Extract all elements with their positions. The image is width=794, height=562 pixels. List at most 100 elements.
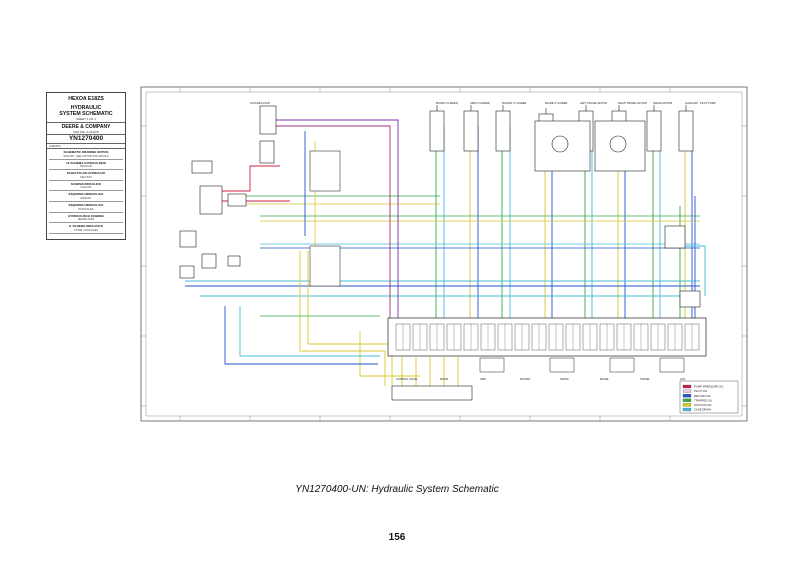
legend-swatch — [682, 407, 692, 412]
tb-drawing-number: YN1270400 — [47, 134, 125, 144]
language-notice-heading: ESQUEMA HIDRAULICO — [68, 192, 104, 197]
suction-line — [307, 251, 393, 386]
language-notice-body: NEDERLANDS — [77, 218, 95, 222]
accumulator-valve — [664, 225, 686, 249]
filter — [201, 253, 217, 269]
hydraulic-schematic: ACCUMULATOR BOOM CYLINDER ARM CYLINDER BUCK… — [140, 86, 748, 422]
cylinder-body — [678, 110, 694, 152]
swing-motor — [609, 135, 627, 153]
language-notice-body: OTHER LANGUAGES — [74, 228, 98, 232]
component-label: BUCKET CYLINDER — [502, 101, 526, 105]
auxiliary-valve — [679, 290, 701, 308]
language-notice-heading: SCHEMATIC DRAWING NOTICE — [63, 150, 109, 154]
cylinder-body — [429, 110, 445, 152]
legend-label: SUCTION OIL — [694, 403, 712, 407]
language-notice-body: DEUTSCH — [80, 175, 92, 179]
tb-title-line1: HYDRAULIC — [70, 105, 102, 111]
components — [179, 105, 701, 308]
left-travel-motor — [551, 135, 569, 153]
valve-label: ARM — [480, 377, 486, 381]
cylinder-body — [646, 110, 662, 152]
component-label: BLADE CYLINDER — [545, 101, 567, 105]
component-label: AUXILIARY — [685, 101, 699, 105]
figure-caption: YN1270400-UN: Hydraulic System Schematic — [295, 484, 499, 495]
cylinder-body — [495, 110, 511, 152]
valve-label: AUX — [680, 377, 686, 381]
check-valve — [227, 255, 241, 267]
legend-label: PUMP PRESSURE OIL — [694, 385, 724, 389]
swing-brake-valve — [391, 385, 473, 401]
left-pilot-control — [309, 150, 341, 192]
language-notice-body: ENGLISH - SEE CAPTION FOR DETAILS — [63, 154, 109, 158]
legend-label: PILOT OIL — [694, 389, 708, 393]
legend-label: CASE DRAIN — [694, 408, 711, 412]
boom-valve — [659, 357, 685, 373]
valve-label: TRAVEL — [640, 377, 650, 381]
component-label: LEFT TRAVEL MOTOR — [580, 101, 607, 105]
right-pilot-control — [309, 245, 341, 287]
tb-sub2: MOLINE, ILLINOIS — [73, 130, 99, 134]
cooler — [179, 265, 195, 279]
component-labels: ACCUMULATOR BOOM CYLINDER ARM CYLINDER BUCK… — [250, 101, 716, 381]
valve-label: BUCKET — [520, 377, 531, 381]
legend-swatch — [682, 403, 692, 407]
boom-pilot-valve — [259, 105, 277, 135]
tb-model: HEXOA E18ZS — [68, 96, 104, 102]
relief-valve — [227, 193, 247, 207]
valve-label: CONTROL VALVE — [396, 377, 418, 381]
language-notice-body: ESPANOL — [80, 196, 92, 200]
border-ticks — [141, 87, 747, 421]
hydraulic-tank — [179, 230, 197, 248]
tb-sub1: SHEET 1 OF 1 — [76, 117, 96, 121]
language-notice-heading: IL SCHEMA IDRAULICO — [69, 224, 103, 229]
legend-label: RETURN OIL — [694, 394, 711, 398]
component-label: ACCUMULATOR — [250, 101, 270, 105]
tb-revision: AJ90071 — [47, 144, 125, 149]
purple-line — [268, 119, 399, 321]
page-number: 156 — [388, 532, 406, 543]
pressure-line — [210, 165, 280, 192]
language-notice-heading: SCHEMA IDRAULICO — [70, 181, 102, 186]
valve-label: SWING — [560, 377, 569, 381]
language-notice-heading: SCHALTPLAN HYDRAULIK — [66, 171, 106, 176]
suction-line — [359, 331, 420, 377]
component-label: ARM CYLINDER — [470, 101, 490, 105]
blade-valve — [549, 357, 575, 373]
arm-valve — [609, 357, 635, 373]
valve-label: BOOM — [440, 377, 448, 381]
valve-label: BLADE — [600, 377, 609, 381]
legend-label: TRAPPED OIL — [694, 398, 713, 402]
suction-line — [299, 251, 386, 386]
legend-swatch — [682, 384, 692, 389]
component-label: BOOM CYLINDER — [436, 101, 458, 105]
title-block: HEXOA E18ZS HYDRAULIC SYSTEM SCHEMATIC S… — [46, 92, 126, 240]
control-valve-bank — [387, 317, 707, 401]
pump-assembly — [199, 185, 223, 215]
language-notice-heading: HYDRAULISCH SCHEMA — [68, 213, 104, 218]
tb-company: DEERE & COMPANY — [47, 122, 125, 130]
component-label: PILOT PUMP — [700, 101, 716, 105]
language-notice-heading: ESQUEMA HIDRAULICO — [68, 202, 104, 207]
language-notice-body: FRANCAIS — [79, 165, 93, 169]
legend-swatch — [682, 389, 692, 393]
legend-swatch — [682, 398, 692, 402]
schematic-inner-border — [145, 91, 743, 417]
pilot-line — [260, 125, 391, 321]
component-label: SWING MOTOR — [653, 101, 672, 105]
pilot-valve-block — [191, 160, 213, 174]
cylinder-body — [463, 110, 479, 152]
legend-swatch — [682, 394, 692, 398]
arm-pilot-valve — [259, 140, 275, 164]
drain-line — [239, 306, 380, 357]
travel-valve — [479, 357, 505, 373]
language-notice-heading: LE SCHEMA HYDRAULIQUE — [65, 160, 107, 165]
